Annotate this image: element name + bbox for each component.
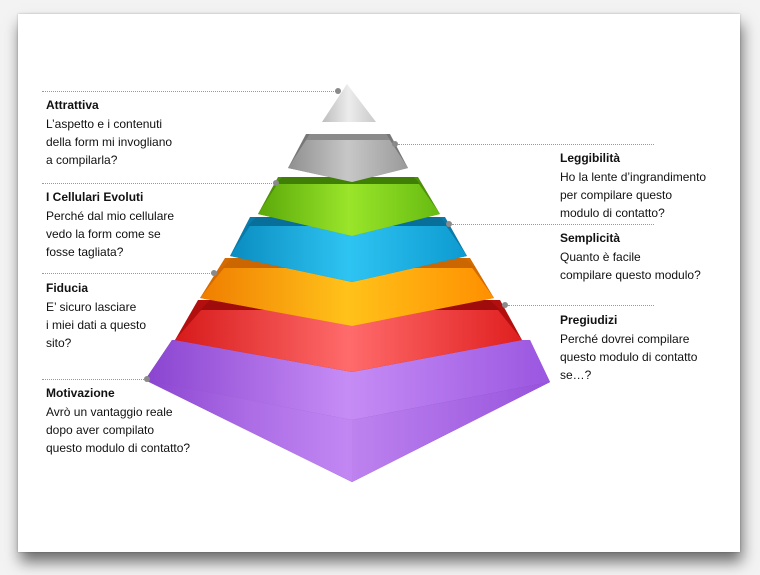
label-pregiudizi: Pregiudizi Perché dovrei compilare quest… (560, 311, 697, 384)
layer-leggibilita (288, 134, 408, 182)
connector-dot (446, 221, 452, 227)
label-title: Attrattiva (46, 98, 99, 112)
connector-cellulari (42, 183, 276, 184)
label-fiducia: Fiducia E’ sicuro lasciare i miei dati a… (46, 279, 146, 352)
layer-cellulari (258, 177, 440, 236)
layer-motivazione (145, 340, 550, 482)
label-title: Leggibilità (560, 151, 620, 165)
label-title: Motivazione (46, 386, 115, 400)
connector-motivazione (42, 379, 146, 380)
label-motivazione: Motivazione Avrò un vantaggio reale dopo… (46, 384, 190, 457)
connector-dot (392, 141, 398, 147)
label-description: E’ sicuro lasciare i miei dati a questo … (46, 300, 147, 350)
layer-attrattiva (322, 84, 376, 122)
label-title: Pregiudizi (560, 313, 618, 327)
connector-fiducia (42, 273, 214, 274)
label-description: Perché dovrei compilare questo modulo di… (560, 332, 698, 382)
label-cellulari-evoluti: I Cellulari Evoluti Perché dal mio cellu… (46, 188, 174, 261)
connector-pregiudizi (508, 305, 654, 306)
label-description: Quanto è facile compilare questo modulo? (560, 250, 701, 282)
connector-dot (211, 270, 217, 276)
label-title: Fiducia (46, 281, 89, 295)
connector-dot (335, 88, 341, 94)
label-semplicita: Semplicità Quanto è facile compilare que… (560, 229, 701, 284)
label-description: Avrò un vantaggio reale dopo aver compil… (46, 405, 191, 455)
connector-dot (273, 180, 279, 186)
connector-dot (502, 302, 508, 308)
label-title: Semplicità (560, 231, 621, 245)
connector-semplicita (452, 224, 654, 225)
label-title: I Cellulari Evoluti (46, 190, 144, 204)
label-description: Perché dal mio cellulare vedo la form co… (46, 209, 175, 259)
connector-attrattiva (42, 91, 338, 92)
label-attrattiva: Attrattiva L’aspetto e i contenuti della… (46, 96, 172, 169)
connector-dot (144, 376, 150, 382)
connector-leggibilita (398, 144, 654, 145)
label-leggibilita: Leggibilità Ho la lente d’ingrandimento … (560, 149, 706, 222)
label-description: L’aspetto e i contenuti della form mi in… (46, 117, 173, 167)
label-description: Ho la lente d’ingrandimento per compilar… (560, 170, 707, 220)
